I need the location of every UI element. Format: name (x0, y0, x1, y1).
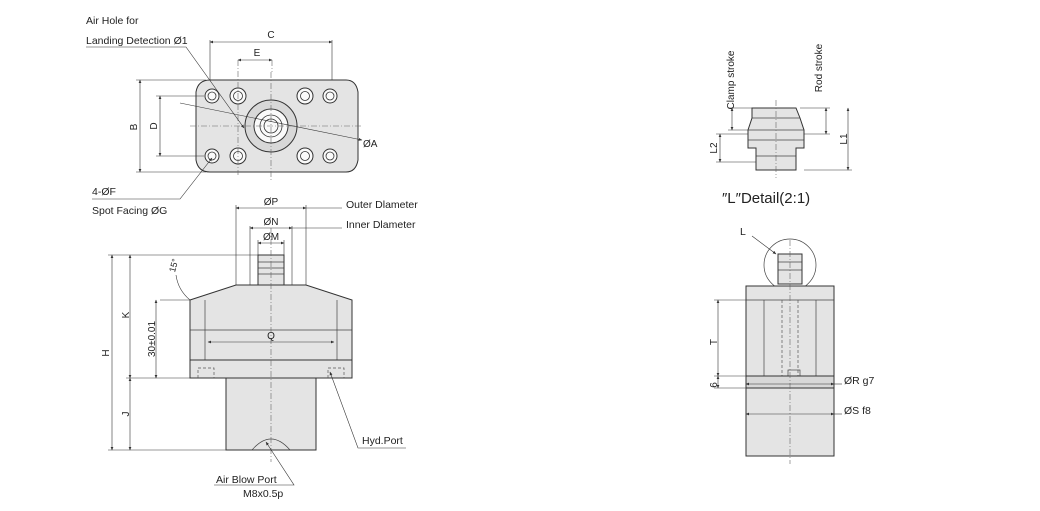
detail-caption: ″L″Detail(2:1) (722, 190, 810, 207)
dim-b: B (129, 123, 140, 130)
dim-t: T (709, 339, 720, 345)
air-blow-port-label: Air Blow Port (216, 474, 277, 486)
detail-mark: L (740, 226, 746, 238)
holes-label: 4-ØF (92, 186, 116, 198)
rod-stroke-label: Rod stroke (814, 43, 825, 92)
dim-n: ØN (264, 217, 279, 228)
detail-view: Clamp stroke Rod stroke L1 L2 ″L″Detail(… (709, 43, 852, 207)
front-view: ØP Outer Dlameter ØN Inner Dlameter ØM 1… (101, 197, 418, 500)
dim-m: ØM (263, 232, 279, 243)
dim-p: ØP (264, 197, 279, 208)
top-view: C E B D ØA Air Hole for Landing Detectio… (86, 15, 378, 217)
air-hole-label-2: Landing Detection Ø1 (86, 35, 188, 47)
mounting-holes (204, 88, 338, 164)
spot-facing-label: Spot Facing ØG (92, 205, 167, 217)
side-view: L T 6 ØR g7 ØS f8 (709, 226, 875, 464)
dim-e: E (254, 48, 261, 59)
dim-k: K (121, 311, 132, 318)
dim-6: 6 (709, 382, 720, 388)
dim-d: D (149, 122, 160, 129)
dim-30: 30±0.01 (147, 321, 158, 358)
dim-a: ØA (363, 139, 378, 150)
dim-s: ØS f8 (844, 405, 871, 417)
outer-diameter-label: Outer Dlameter (346, 199, 418, 211)
air-blow-thread-label: M8x0.5p (243, 488, 283, 500)
dim-l2: L2 (709, 142, 720, 154)
dim-h: H (101, 349, 112, 356)
dim-r: ØR g7 (844, 375, 875, 387)
angle-label: 15° (167, 257, 180, 273)
dim-j: J (121, 412, 132, 417)
inner-diameter-label: Inner Dlameter (346, 219, 416, 231)
dim-c: C (267, 30, 274, 41)
dim-l1: L1 (839, 133, 850, 145)
dim-q: Q (267, 331, 275, 342)
hyd-port-label: Hyd.Port (362, 435, 403, 447)
clamp-stroke-label: Clamp stroke (726, 50, 737, 109)
air-hole-label-1: Air Hole for (86, 15, 139, 27)
